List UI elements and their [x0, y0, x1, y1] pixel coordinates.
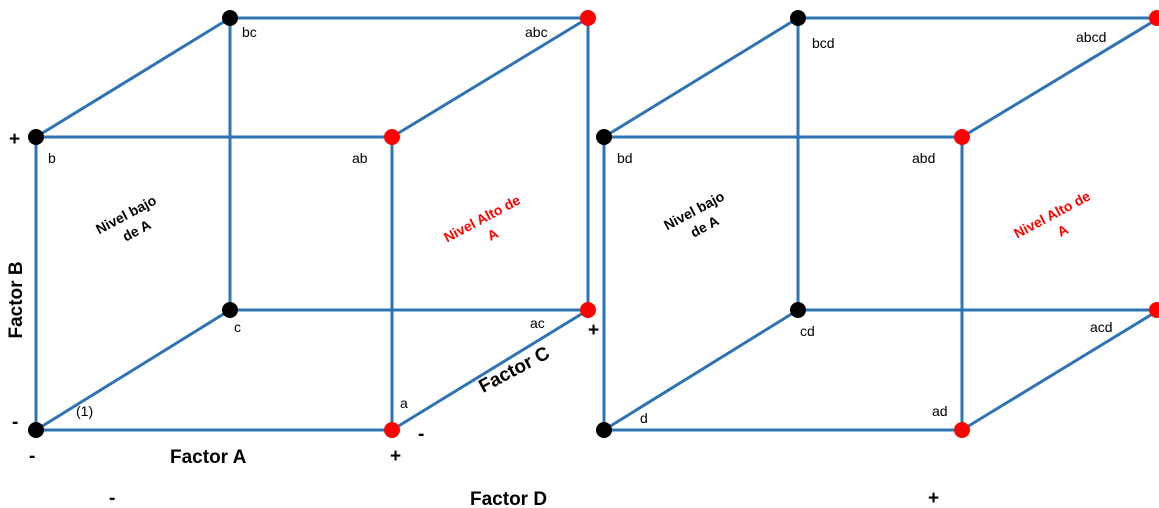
sign-c-low: -	[418, 424, 424, 445]
cube2-edge	[960, 16, 1159, 139]
cube1-edge	[34, 308, 232, 432]
node-c	[222, 302, 238, 318]
node-cd	[790, 302, 806, 318]
node-d	[596, 422, 612, 438]
sign-a-low: -	[29, 446, 35, 467]
node-bd	[596, 129, 612, 145]
sign-d-high: +	[928, 488, 939, 508]
cube2-region-high-line1: Nivel Alto de	[1011, 188, 1093, 242]
sign-c-high: +	[588, 320, 599, 341]
cube2-edge	[960, 308, 1159, 432]
label-abcd: abcd	[1076, 29, 1106, 45]
node-ad	[954, 422, 970, 438]
sign-b-low: -	[12, 412, 18, 433]
cube2-edge	[602, 308, 800, 432]
node-ab	[384, 129, 400, 145]
node-a	[384, 422, 400, 438]
cube2-edge	[602, 16, 800, 139]
axis-factor-d: Factor D	[470, 489, 547, 508]
cube1-edge	[34, 16, 232, 139]
label-b: b	[48, 150, 56, 166]
node-ac	[580, 302, 596, 318]
cube1-region-high-line1: Nivel Alto de	[441, 192, 523, 246]
node-bcd	[790, 10, 806, 26]
cube2-region-high-line2: A	[1054, 221, 1070, 240]
node-abd	[954, 129, 970, 145]
label-abd: abd	[912, 150, 935, 166]
label-1: (1)	[76, 403, 93, 419]
label-ac: ac	[530, 315, 545, 331]
cube1-edge	[390, 308, 590, 432]
label-acd: acd	[1090, 319, 1113, 335]
label-bc: bc	[242, 24, 257, 40]
label-bd: bd	[617, 150, 633, 166]
cube1-edge	[390, 16, 590, 139]
cube2-region-low: Nivel bajo de A	[661, 186, 739, 250]
node-b	[28, 129, 44, 145]
label-ab: ab	[352, 150, 368, 166]
sign-b-high: +	[9, 129, 20, 150]
node-abcd	[1149, 10, 1159, 26]
node-acd	[1149, 302, 1159, 318]
cube-2: d ad bd abd cd acd bcd abcd Nivel bajo d…	[596, 10, 1159, 438]
cube1-region-high-line2: A	[484, 225, 500, 244]
axis-factor-b: Factor B	[6, 261, 27, 338]
node-abc	[580, 10, 596, 26]
sign-d-low: -	[109, 488, 115, 508]
label-c: c	[234, 319, 241, 335]
cube1-region-low: Nivel bajo de A	[93, 190, 171, 254]
label-cd: cd	[800, 323, 815, 339]
sign-a-high: +	[390, 446, 401, 467]
label-abc: abc	[525, 24, 548, 40]
label-d: d	[640, 410, 648, 426]
cube1-region-high: Nivel Alto de A	[441, 190, 535, 262]
node-bc	[222, 10, 238, 26]
axis-factor-a: Factor A	[170, 447, 247, 468]
label-a: a	[400, 395, 408, 411]
cube-1: (1) a b ab c ac bc abc Nivel bajo de A N…	[6, 10, 599, 468]
node-1	[28, 422, 44, 438]
cube2-region-high: Nivel Alto de A	[1011, 186, 1105, 258]
label-ad: ad	[932, 403, 948, 419]
label-bcd: bcd	[812, 35, 835, 51]
